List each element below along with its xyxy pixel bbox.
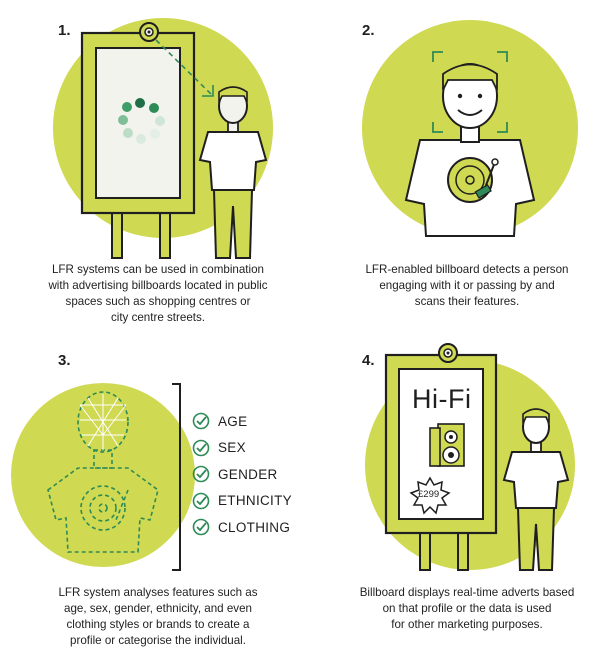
caption-line: city centre streets. — [110, 311, 206, 324]
billboard-frame — [80, 31, 196, 215]
detection-arrow-head — [202, 85, 214, 97]
step-3-number: 3. — [58, 352, 71, 369]
step-4-caption: Billboard displays real-time adverts bas… — [332, 585, 602, 633]
accent-circle — [362, 20, 578, 236]
camera-icon — [139, 22, 159, 42]
billboard-frame — [384, 353, 498, 535]
attribute-label: GENDER — [218, 466, 278, 482]
attribute-label: AGE — [218, 413, 248, 429]
billboard-post-left — [419, 529, 431, 571]
caption-line: scans their features. — [414, 295, 520, 308]
person-figure — [198, 86, 268, 259]
checkmark-icon — [192, 492, 210, 510]
caption-line: LFR system analyses features such as — [58, 586, 258, 599]
checkmark-icon — [192, 412, 210, 430]
caption-line: on that profile or the data is used — [382, 602, 552, 615]
record-player-icon — [80, 485, 129, 531]
speaker-icon — [429, 423, 465, 467]
step-2-number: 2. — [362, 22, 375, 39]
detection-arrow — [155, 39, 213, 96]
caption-line: with advertising billboards located in p… — [48, 279, 268, 292]
advert-headline: Hi-Fi — [412, 384, 472, 414]
step-1-caption: LFR systems can be used in combination w… — [28, 262, 288, 326]
caption-line: Billboard displays real-time adverts bas… — [359, 586, 575, 599]
face-scan-frame-icon — [432, 51, 508, 133]
attribute-label: ETHNICITY — [218, 493, 292, 509]
attribute-item: SEX — [192, 435, 322, 462]
caption-line: for other marketing purposes. — [391, 618, 543, 631]
camera-icon — [438, 343, 458, 363]
checkmark-icon — [192, 439, 210, 457]
price-label: £299 — [418, 489, 440, 500]
step-1-number: 1. — [58, 22, 71, 39]
caption-line: LFR systems can be used in combination — [51, 263, 264, 276]
caption-line: profile or categorise the individual. — [70, 634, 246, 647]
attribute-list: AGE SEX GENDER ETHNICITY CLOTHING — [192, 408, 322, 541]
attribute-label: CLOTHING — [218, 519, 291, 535]
record-player-icon — [447, 157, 499, 203]
bracket — [172, 383, 181, 571]
checkmark-icon — [192, 465, 210, 483]
person-outline-dashed — [47, 391, 159, 553]
caption-line: engaging with it or passing by and — [379, 279, 555, 292]
caption-line: spaces such as shopping centres or — [65, 295, 251, 308]
step-4-number: 4. — [362, 352, 375, 369]
step-3-caption: LFR system analyses features such as age… — [28, 585, 288, 649]
face-mesh — [79, 394, 127, 450]
attribute-item: CLOTHING — [192, 514, 322, 541]
accent-circle — [53, 18, 273, 238]
attribute-item: AGE — [192, 408, 322, 435]
attribute-item: ETHNICITY — [192, 488, 322, 515]
person-figure — [502, 408, 570, 571]
accent-circle — [11, 383, 195, 567]
loading-spinner-icon — [118, 98, 165, 144]
billboard-post-right — [159, 209, 171, 259]
step-2-caption: LFR-enabled billboard detects a person e… — [335, 262, 599, 310]
attribute-item: GENDER — [192, 461, 322, 488]
billboard-post-left — [111, 209, 123, 259]
billboard-post-right — [457, 529, 469, 571]
caption-line: age, sex, gender, ethnicity, and even — [64, 602, 252, 615]
checkmark-icon — [192, 518, 210, 536]
caption-line: LFR-enabled billboard detects a person — [365, 263, 569, 276]
billboard-screen — [95, 47, 181, 199]
attribute-label: SEX — [218, 440, 246, 456]
caption-line: clothing styles or brands to create a — [66, 618, 250, 631]
